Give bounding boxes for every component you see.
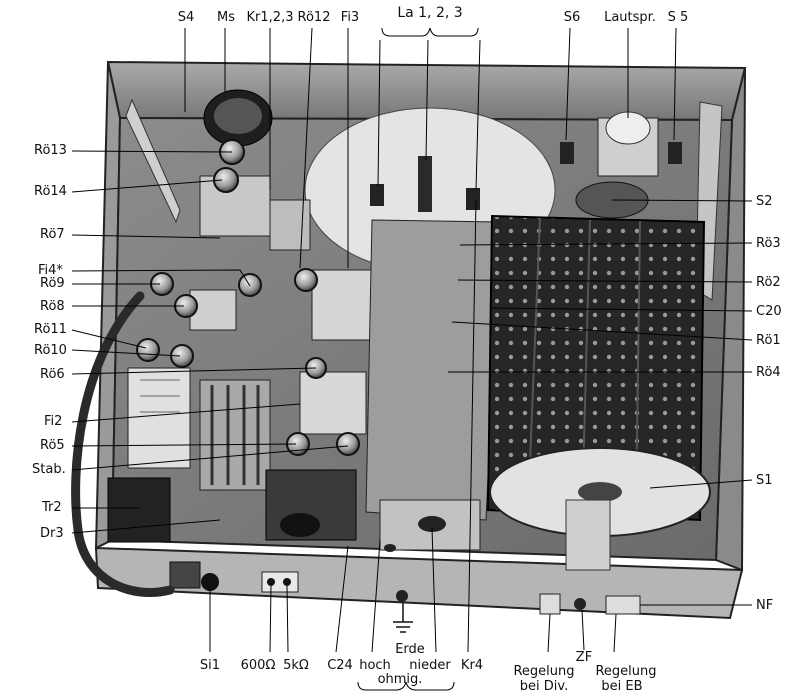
label-fi2: Fi2: [44, 414, 63, 429]
label-nieder: nieder: [409, 658, 451, 673]
label-nf: NF: [756, 598, 774, 613]
label-ro14: Rö14: [34, 184, 67, 199]
label-ohmig: ohmig.: [377, 672, 423, 687]
label-600ohm: 600Ω: [240, 658, 276, 673]
label-regelung-eb: Regelung: [595, 664, 657, 679]
label-s2: S2: [756, 194, 773, 209]
label-5kohm: 5kΩ: [283, 658, 309, 673]
label-ro1: Rö1: [756, 333, 781, 348]
label-bei-div: bei Div.: [519, 679, 569, 694]
label-tr2: Tr2: [42, 500, 62, 515]
label-c20: C20: [756, 304, 782, 319]
label-ro9: Rö9: [40, 276, 65, 291]
label-ro7: Rö7: [40, 227, 65, 242]
coil-turret: [486, 111, 711, 571]
label-stab: Stab.: [32, 462, 66, 477]
label-kr123: Kr1,2,3: [246, 10, 294, 25]
label-ro6: Rö6: [40, 367, 65, 382]
label-ro10: Rö10: [34, 343, 67, 358]
label-dr3: Dr3: [40, 526, 64, 541]
power-cable: [71, 291, 175, 597]
label-lautspr: Lautspr.: [604, 10, 656, 25]
label-s5: S 5: [667, 10, 689, 25]
leader-lines: [71, 27, 753, 691]
label-ro8: Rö8: [40, 299, 65, 314]
label-la123: La 1, 2, 3: [397, 5, 463, 21]
label-fi3: Fi3: [340, 10, 360, 25]
left-components: [107, 89, 375, 543]
label-ms: Ms: [217, 10, 235, 25]
label-si1: Si1: [199, 658, 221, 673]
label-ro5: Rö5: [40, 438, 65, 453]
label-ro13: Rö13: [34, 143, 67, 158]
label-zf: ZF: [575, 650, 593, 665]
label-regelung-div: Regelung: [513, 664, 575, 679]
label-ro4: Rö4: [756, 365, 781, 380]
label-kr4: Kr4: [460, 658, 484, 673]
label-s1: S1: [756, 473, 773, 488]
label-ro12: Rö12: [297, 10, 331, 25]
ground-symbol: [393, 603, 413, 633]
label-s6: S6: [563, 10, 581, 25]
label-bei-eb: bei EB: [601, 679, 643, 694]
label-erde: Erde: [395, 642, 425, 657]
label-fi4: Fi4*: [38, 263, 63, 278]
label-s4: S4: [177, 10, 195, 25]
label-ro2: Rö2: [756, 275, 781, 290]
label-hoch: hoch: [359, 658, 391, 673]
label-c24: C24: [327, 658, 353, 673]
label-ro3: Rö3: [756, 236, 781, 251]
center-board: [365, 156, 501, 552]
label-ro11: Rö11: [34, 322, 67, 337]
